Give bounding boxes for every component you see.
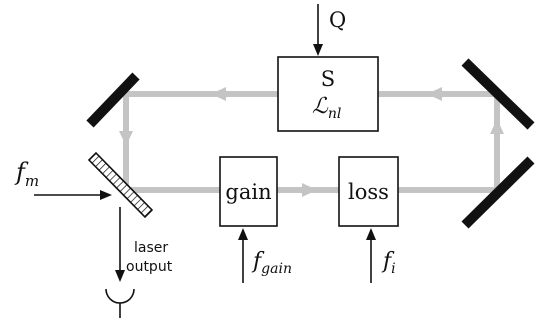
- gain-block-label: gain: [225, 180, 271, 204]
- fm-label: fm: [14, 158, 39, 190]
- loss-block-label: loss: [348, 180, 389, 204]
- s-block-label: S: [321, 67, 335, 91]
- mirrors: [86, 58, 535, 229]
- loss-block: loss: [338, 156, 399, 227]
- fgain-label: fgain: [251, 249, 292, 277]
- beam-arrow-right-up: [490, 119, 504, 134]
- s-block-box: [277, 56, 379, 132]
- fi-label: fi: [381, 249, 396, 277]
- beam-arrows: [119, 87, 504, 197]
- detector-cup: [105, 288, 135, 304]
- laser-output-line2: output: [126, 259, 173, 275]
- s-block-sublabel: ℒnl: [312, 94, 341, 122]
- fm-arrow-head: [100, 190, 112, 200]
- input-arrows: [34, 4, 376, 283]
- mirror-bottom-right: [461, 156, 535, 229]
- detector-icon: [105, 288, 135, 318]
- beam-arrow-left-down: [119, 131, 133, 146]
- q-label: Q: [329, 8, 346, 32]
- q-arrow-head: [313, 44, 323, 56]
- output-coupler-mirror: [87, 151, 154, 219]
- fi-arrow-head: [366, 228, 376, 240]
- s-block: S ℒnl: [277, 56, 379, 132]
- gain-block: gain: [219, 156, 278, 227]
- beam-arrow-top-right: [427, 87, 442, 101]
- output-arrow-head: [115, 270, 125, 282]
- mirror-top-left: [86, 72, 140, 128]
- laser-output-line1: laser: [134, 240, 168, 256]
- fgain-arrow-head: [238, 228, 248, 240]
- beam-arrow-top-left: [211, 87, 226, 101]
- gain-block-box: [219, 156, 278, 227]
- beam-arrow-bottom-right: [302, 183, 317, 197]
- loss-block-box: [338, 156, 399, 227]
- mirror-top-right: [461, 58, 535, 130]
